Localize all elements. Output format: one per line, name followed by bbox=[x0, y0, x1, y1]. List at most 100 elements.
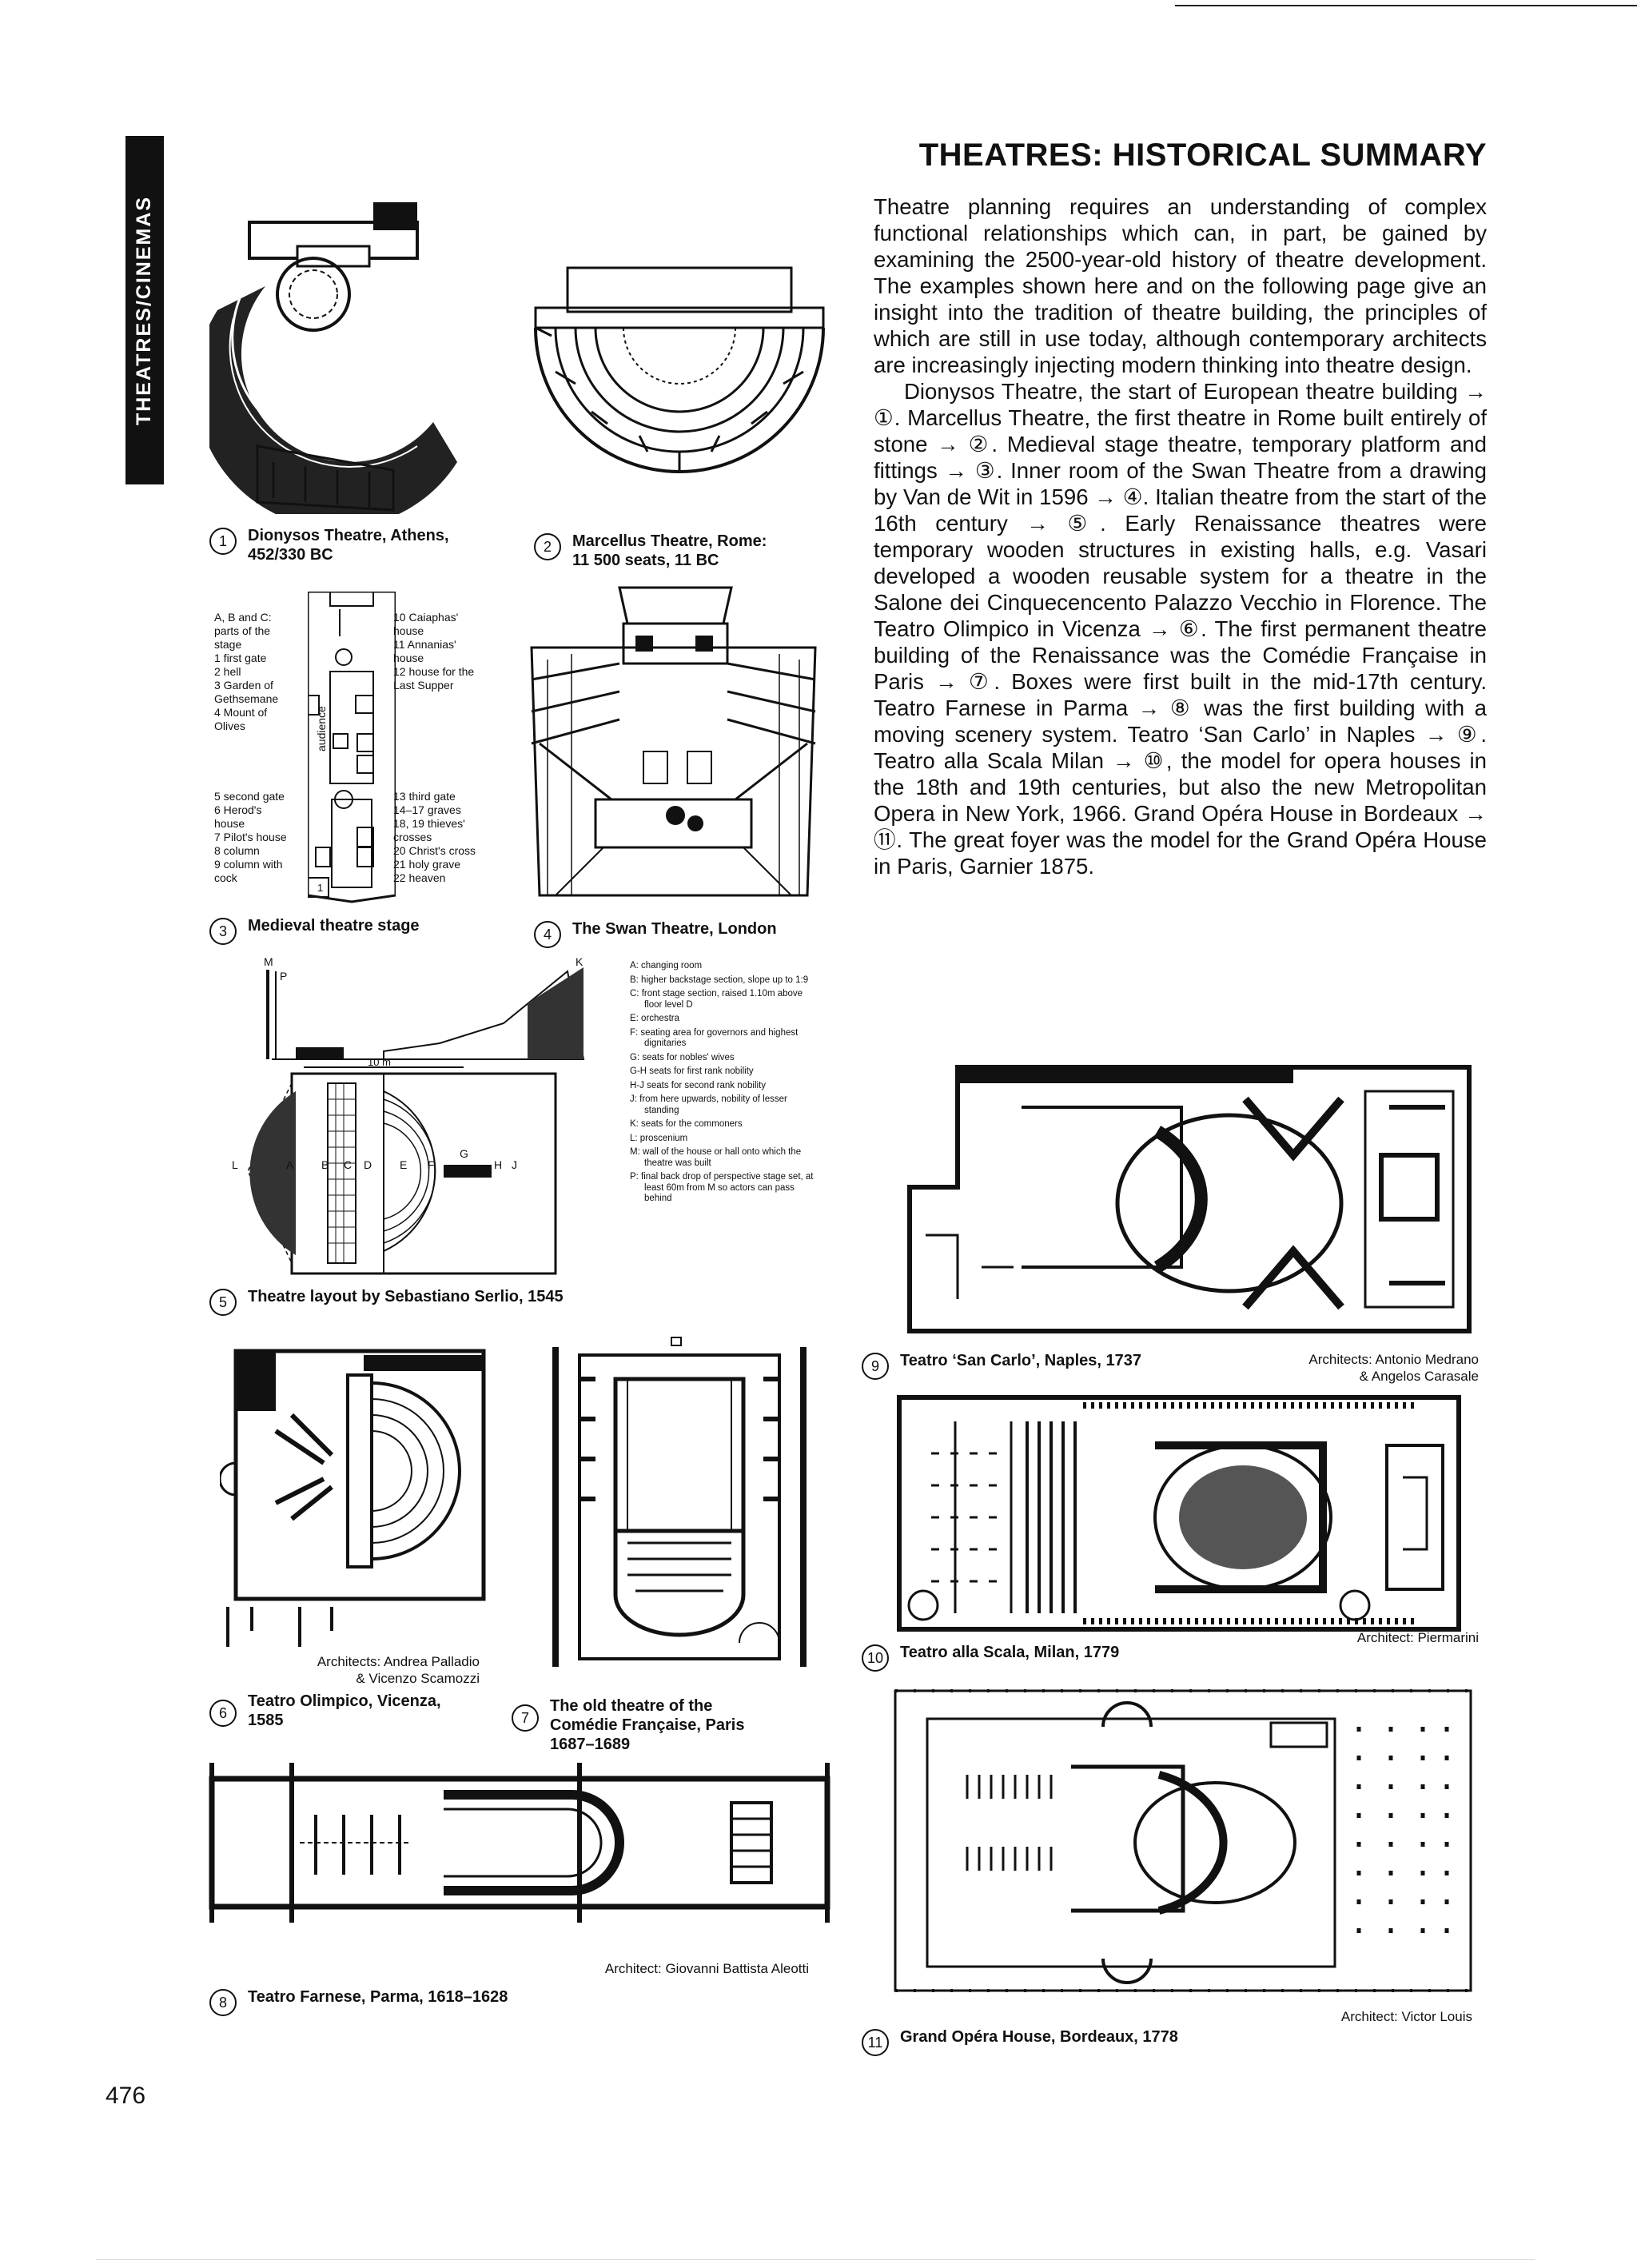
medieval-stage-drawing: 1 bbox=[308, 592, 396, 903]
serlio-letter-c: C bbox=[344, 1158, 352, 1171]
caption-1: 1 Dionysos Theatre, Athens, 452/330 BC bbox=[209, 526, 497, 571]
legend-line: stage bbox=[214, 638, 242, 651]
caption-title: Theatre layout by Sebastiano Serlio, 154… bbox=[248, 1288, 564, 1305]
serlio-letter-b: B bbox=[321, 1158, 329, 1171]
bordeaux-drawing bbox=[894, 1689, 1472, 1992]
architect-8: Architect: Giovanni Battista Aleotti bbox=[480, 1960, 809, 1977]
architect-line: & Vicenzo Scamozzi bbox=[356, 1671, 480, 1686]
serlio-drawing: 10 m bbox=[247, 967, 585, 1275]
legend-line: house bbox=[214, 817, 245, 830]
architect-line: Architects: Andrea Palladio bbox=[317, 1654, 480, 1669]
figure-number: 4 bbox=[534, 921, 561, 948]
caption-subtitle: Comédie Française, Paris bbox=[550, 1716, 745, 1734]
caption-subtitle: 11 500 seats, 11 BC bbox=[572, 552, 719, 569]
legend-line: H-J seats for second rank nobility bbox=[630, 1080, 767, 1090]
figure-san-carlo-plan bbox=[894, 1059, 1485, 1335]
body-text: Theatre planning requires an understandi… bbox=[874, 193, 1487, 879]
figure-number: 10 bbox=[862, 1644, 889, 1672]
medieval-legend-left: A, B and C: parts of the stage 1 first g… bbox=[214, 611, 278, 733]
legend-line: 9 column with bbox=[214, 858, 283, 871]
legend-line: B: higher backstage section, slope up to… bbox=[630, 975, 809, 985]
legend-line: 12 house for the bbox=[393, 665, 475, 678]
legend-line: C: front stage section, raised 1.10m abo… bbox=[630, 989, 803, 1010]
legend-line: cock bbox=[214, 871, 237, 884]
marcellus-drawing bbox=[534, 266, 825, 473]
figure-number: 1 bbox=[209, 528, 237, 555]
serlio-letter-j: J bbox=[512, 1158, 517, 1171]
legend-line: crosses bbox=[393, 831, 432, 843]
medieval-legend-right-lower: 13 third gate 14–17 graves 18, 19 thieve… bbox=[393, 790, 476, 885]
intro-paragraph: Theatre planning requires an understandi… bbox=[874, 194, 1487, 377]
scala-drawing bbox=[897, 1395, 1461, 1632]
legend-line: Last Supper bbox=[393, 679, 454, 692]
caption-title: The old theatre of the bbox=[550, 1697, 713, 1715]
figure-number: 11 bbox=[862, 2029, 889, 2056]
caption-title: Grand Opéra House, Bordeaux, 1778 bbox=[900, 2028, 1178, 2046]
medieval-legend-left-lower: 5 second gate 6 Herod's house 7 Pilot's … bbox=[214, 790, 287, 885]
legend-line: F: seating area for governors and highes… bbox=[630, 1027, 799, 1049]
figure-scala-plan bbox=[891, 1389, 1483, 1637]
architect-10: Architect: Piermarini bbox=[1247, 1629, 1479, 1646]
caption-10: 10 Teatro alla Scala, Milan, 1779 bbox=[862, 1643, 1261, 1672]
serlio-letter-g: G bbox=[460, 1147, 468, 1160]
figure-marcellus-plan bbox=[520, 244, 839, 508]
figure-number: 3 bbox=[209, 918, 237, 945]
figure-number: 6 bbox=[209, 1700, 237, 1727]
page-number: 476 bbox=[106, 2083, 146, 2109]
architect-6: Architects: Andrea Palladio & Vicenzo Sc… bbox=[264, 1653, 480, 1687]
legend-line: 2 hell bbox=[214, 665, 241, 678]
serlio-letter-h: H bbox=[494, 1158, 503, 1171]
caption-7: 7 The old theatre of the Comédie Françai… bbox=[512, 1696, 815, 1760]
legend-line: M: wall of the house or hall onto which … bbox=[630, 1147, 802, 1168]
caption-6: 6 Teatro Olimpico, Vicenza, 1585 bbox=[209, 1692, 497, 1736]
figure-olimpico-plan bbox=[220, 1343, 496, 1651]
caption-2: 2 Marcellus Theatre, Rome: 11 500 seats,… bbox=[534, 532, 838, 576]
figure-dionysos-plan bbox=[209, 198, 485, 514]
page-heading: THEATRES: HISTORICAL SUMMARY bbox=[918, 138, 1487, 173]
caption-8: 8 Teatro Farnese, Parma, 1618–1628 bbox=[209, 1987, 657, 2016]
section-tab: THEATRES/CINEMAS bbox=[125, 136, 164, 484]
serlio-letter-a: A bbox=[286, 1158, 294, 1171]
audience-label: audience bbox=[315, 706, 328, 751]
legend-line: 22 heaven bbox=[393, 871, 446, 884]
caption-11: 11 Grand Opéra House, Bordeaux, 1778 bbox=[862, 2027, 1261, 2056]
caption-subtitle: 1585 bbox=[248, 1712, 284, 1729]
serlio-letter-f: F bbox=[428, 1158, 435, 1171]
legend-line: P: final back drop of perspective stage … bbox=[630, 1172, 814, 1203]
figure-number: 7 bbox=[512, 1704, 539, 1732]
legend-line: Gethsemane bbox=[214, 692, 279, 705]
legend-line: A: changing room bbox=[630, 961, 703, 971]
caption-4: 4 The Swan Theatre, London bbox=[534, 919, 838, 948]
medieval-audience-label: audience bbox=[315, 706, 329, 751]
architect-line: Architect: Giovanni Battista Aleotti bbox=[604, 1961, 809, 1976]
architect-9: Architects: Antonio Medrano & Angelos Ca… bbox=[1247, 1351, 1479, 1385]
serlio-letter-p: P bbox=[280, 970, 288, 983]
caption-9: 9 Teatro ‘San Carlo’, Naples, 1737 bbox=[862, 1351, 1261, 1380]
figure-farnese-plan bbox=[204, 1755, 835, 1935]
caption-title: Teatro Farnese, Parma, 1618–1628 bbox=[248, 1988, 508, 2006]
figure-serlio-layout: 10 m M P K A B C D E F G H J L bbox=[232, 955, 623, 1279]
legend-line: E: orchestra bbox=[630, 1014, 679, 1023]
legend-line: house bbox=[393, 652, 424, 664]
caption-3: 3 Medieval theatre stage bbox=[209, 916, 513, 945]
legend-line: 5 second gate bbox=[214, 790, 285, 803]
figure-number: 8 bbox=[209, 1989, 237, 2016]
history-paragraph: Dionysos Theatre, the start of European … bbox=[874, 379, 1487, 879]
figure-bordeaux-plan bbox=[879, 1679, 1487, 2003]
legend-line: L: proscenium bbox=[630, 1133, 688, 1143]
legend-line: 1 first gate bbox=[214, 652, 267, 664]
legend-line: 3 Garden of bbox=[214, 679, 273, 692]
legend-line: Olives bbox=[214, 719, 245, 732]
swan-drawing bbox=[530, 586, 817, 897]
stage-label-1: 1 bbox=[317, 882, 323, 894]
caption-title: Dionysos Theatre, Athens, bbox=[248, 527, 449, 544]
san-carlo-drawing bbox=[907, 1065, 1472, 1333]
architect-line: Architect: Victor Louis bbox=[1340, 2009, 1472, 2024]
olimpico-drawing bbox=[220, 1349, 486, 1647]
serlio-letter-d: D bbox=[364, 1158, 372, 1171]
architect-line: & Angelos Carasale bbox=[1359, 1369, 1479, 1384]
bottom-rule bbox=[96, 2259, 1535, 2260]
legend-line: K: seats for the commoners bbox=[630, 1119, 743, 1129]
architect-11: Architect: Victor Louis bbox=[1247, 2008, 1472, 2025]
caption-title: Teatro alla Scala, Milan, 1779 bbox=[900, 1644, 1120, 1661]
